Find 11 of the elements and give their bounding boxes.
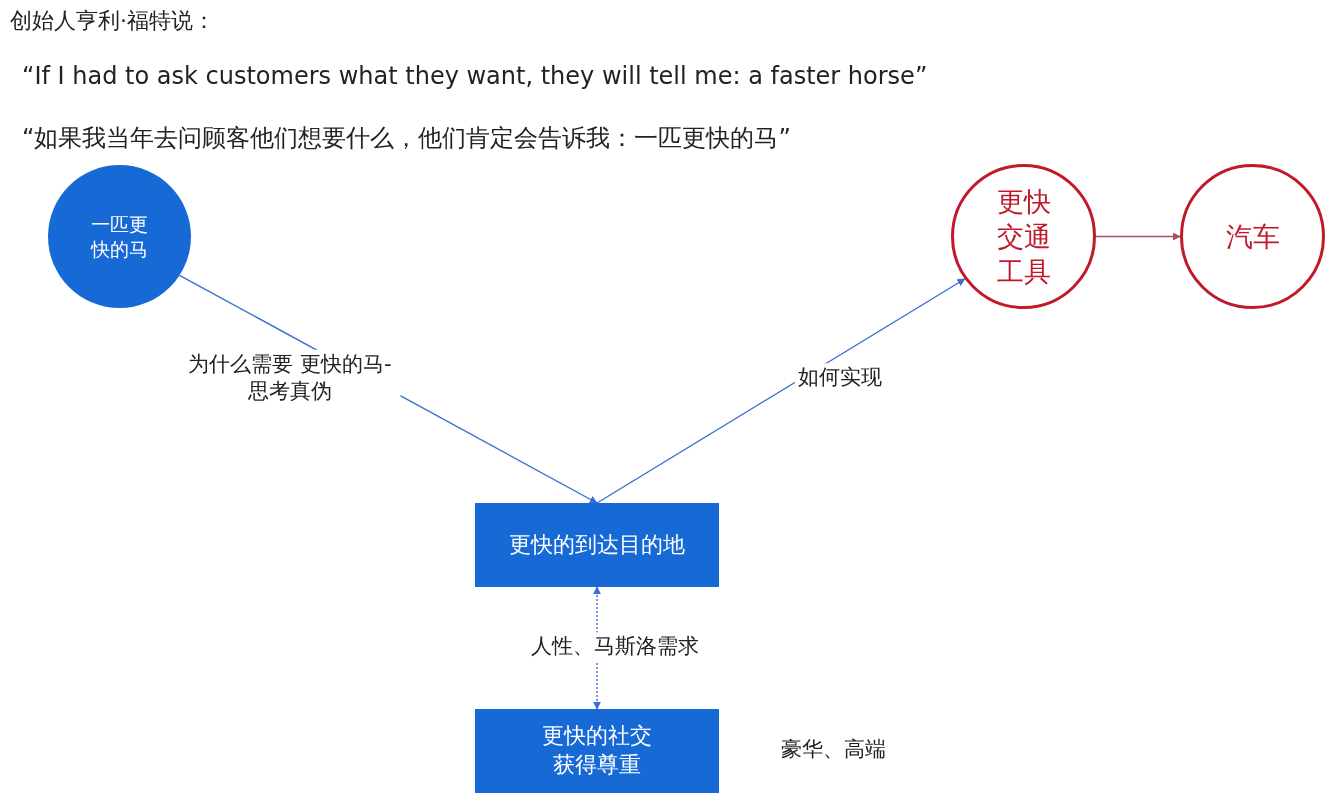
title: 创始人亨利·福特说： xyxy=(10,7,215,35)
arrow xyxy=(1095,232,1181,241)
circle-node: 更快交通工具 xyxy=(951,164,1096,309)
circle-node: 一匹更快的马 xyxy=(48,165,191,308)
quote-text: “如果我当年去问顾客他们想要什么，他们肯定会告诉我：一匹更快的马” xyxy=(22,123,791,154)
arrow xyxy=(596,278,966,504)
quote-text: “If I had to ask customers what they want, they will tell me: a faster horse” xyxy=(22,62,928,90)
side-note: 豪华、高端 xyxy=(781,736,886,763)
circle-node: 汽车 xyxy=(1180,164,1325,309)
process-box: 更快的社交获得尊重 xyxy=(475,709,719,793)
process-box: 更快的到达目的地 xyxy=(475,503,719,587)
